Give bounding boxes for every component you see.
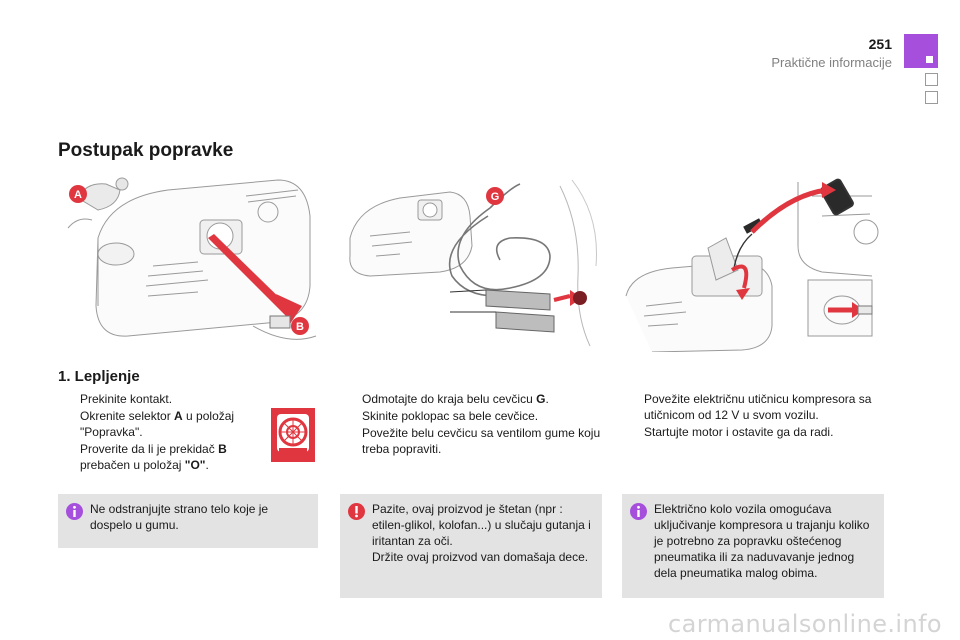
info-note: Ne odstranjujte strano telo koje je dosp… [58,494,318,548]
page-title: Postupak popravke [58,140,234,161]
arrow-to-switch [208,234,302,324]
illustration-power-socket [622,176,882,352]
callout-a-label: A [74,189,82,201]
compressor-selector-drawing: A B [67,177,317,340]
illustration-hose-g: G [340,176,600,352]
power-socket-drawing [625,178,879,352]
tire-repair-icon [271,408,315,462]
list-item: Startujte motor i ostavite ga da radi. [644,425,834,439]
chapter-tab[interactable] [904,34,938,68]
callout-g-label: G [491,191,500,203]
info-icon [66,503,83,520]
warning-note: Pazite, ovaj proizvod je štetan (npr : e… [340,494,602,598]
steps-column-3: Povežite električnu utičnicu kompresora … [622,391,887,441]
warning-icon [348,503,365,520]
hose-drawing: G [349,179,597,347]
chapter-tab-empty[interactable] [925,73,938,86]
list-item: Prekinite kontakt. [80,392,173,406]
list-item: Povežite belu cevčicu sa ventilom gume k… [362,426,601,456]
illustration-compressor-selector: A B [58,176,318,352]
watermark: carmanualsonline.info [668,610,942,638]
step-heading: 1. Lepljenje [58,368,140,385]
callout-b-label: B [296,321,304,333]
list-item: Povežite električnu utičnicu kompresora … [644,392,872,422]
list-item: Skinite poklopac sa bele cevčice. [362,409,539,423]
info-note: Električno kolo vozila omogućava uključi… [622,494,884,598]
section-header: Praktične informacije [771,55,892,70]
steps-column-1: Prekinite kontakt. Okrenite selektor A u… [58,391,268,474]
info-icon [630,503,647,520]
list-item: Proverite da li je prekidač B prebačen u… [80,442,227,472]
chapter-tab-empty[interactable] [925,91,938,104]
page-number: 251 [868,36,892,52]
steps-column-2: Odmotajte do kraja belu cevčicu G. Skini… [340,391,602,458]
tab-marker [926,56,933,63]
list-item: Okrenite selektor A u položaj "Popravka"… [80,409,235,439]
list-item: Odmotajte do kraja belu cevčicu G. [362,392,549,406]
